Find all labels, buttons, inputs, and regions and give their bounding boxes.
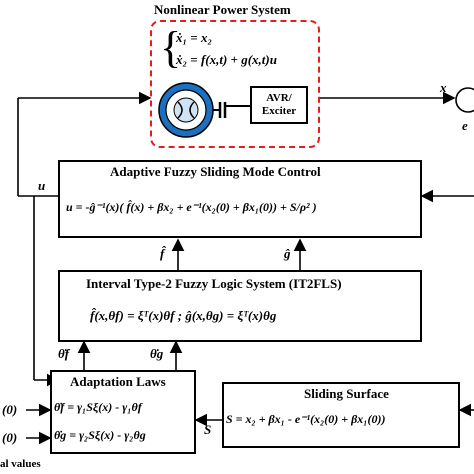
afsmc-equation: u = -ĝ⁻¹(x)( f̂(x) + βx₂ + e⁻¹(x₂(0) + β… xyxy=(66,200,317,214)
plant-boundary xyxy=(150,20,320,148)
avr-exciter-block: AVR/ Exciter xyxy=(250,86,308,124)
sliding-title: Sliding Surface xyxy=(304,386,389,401)
sliding-equation: S = x₂ + βx₁ - e⁻¹(x₂(0) + βx₁(0)) xyxy=(226,412,386,426)
adaptation-eq1: θ̇f = γ₁Sξ(x) - γ₁θf xyxy=(54,400,142,414)
exciter-line1: AVR/ xyxy=(266,92,292,104)
f-hat-label: f̂ xyxy=(160,246,165,261)
exciter-line2: Exciter xyxy=(261,105,297,117)
plant-title: Nonlinear Power System xyxy=(154,2,291,17)
plant-brace: { xyxy=(160,23,182,72)
it2fls-block xyxy=(58,270,422,342)
g-hat-label: ĝ xyxy=(284,246,291,261)
init2-label: (0) xyxy=(2,430,18,445)
summing-junction xyxy=(455,87,474,113)
adaptation-title: Adaptation Laws xyxy=(70,374,166,389)
adaptation-eq2: θ̇g = γ₂Sξ(x) - γ₂θg xyxy=(54,428,146,442)
afsmc-block xyxy=(58,160,422,238)
s-label: S xyxy=(204,422,212,437)
plant-eq1: ẋ₁ = x₂ xyxy=(176,30,212,45)
shaft-link xyxy=(226,105,252,107)
adaptation-laws-block xyxy=(50,370,196,454)
e-label: e xyxy=(462,118,468,133)
theta-g-dot-label: θ̇g xyxy=(150,346,164,361)
u-label: u xyxy=(38,178,46,193)
it2fls-equation: f̂(x,θf) = ξᵀ(x)θf ; ĝ(x,θg) = ξᵀ(x)θg xyxy=(90,308,277,323)
init1-label: (0) xyxy=(2,402,18,417)
plant-eq2: ẋ₂ = f(x,t) + g(x,t)u xyxy=(176,52,277,67)
it2fls-title: Interval Type-2 Fuzzy Logic System (IT2F… xyxy=(86,276,342,291)
sliding-surface-block xyxy=(222,382,460,448)
x-label: x xyxy=(440,80,447,95)
afsmc-title: Adaptive Fuzzy Sliding Mode Control xyxy=(110,164,321,179)
footnote-label: al values xyxy=(0,458,41,470)
theta-f-dot-label: θ̇f xyxy=(58,346,70,361)
generator-icon xyxy=(158,82,227,138)
